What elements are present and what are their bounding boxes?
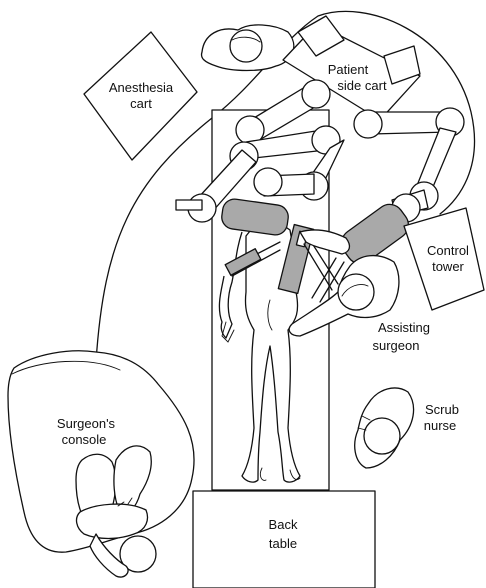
assisting-surgeon-label-1: Assisting: [378, 320, 430, 335]
anesthesia-cart-label-1: Anesthesia: [109, 80, 174, 95]
robotic-arm-3: [354, 108, 464, 222]
svg-text:Control: Control: [427, 243, 469, 258]
svg-text:Scrub: Scrub: [425, 402, 459, 417]
control-tower-label-2: tower: [432, 259, 464, 274]
assisting-surgeon-label-2: surgeon: [373, 338, 420, 353]
svg-text:surgeon: surgeon: [373, 338, 420, 353]
svg-text:Anesthesia: Anesthesia: [109, 80, 174, 95]
surgeon-figure: [76, 446, 156, 577]
svg-text:side cart: side cart: [337, 78, 387, 93]
back-table-label-2: table: [269, 536, 297, 551]
patient-side-cart-label-2: side cart: [337, 78, 387, 93]
scrub-nurse-label-1: Scrub: [425, 402, 459, 417]
back-table: Back table: [193, 491, 375, 588]
svg-text:Back: Back: [269, 517, 298, 532]
svg-text:cart: cart: [130, 96, 152, 111]
anesthesia-cart-label-2: cart: [130, 96, 152, 111]
svg-text:table: table: [269, 536, 297, 551]
scrub-nurse-figure: Scrub nurse: [355, 388, 459, 468]
svg-text:nurse: nurse: [424, 418, 457, 433]
anesthesiologist-figure: [202, 25, 294, 71]
surgeons-console-label-2: console: [62, 432, 107, 447]
surgeons-console-label-1: Surgeon's: [57, 416, 116, 431]
back-table-label-1: Back: [269, 517, 298, 532]
svg-text:Assisting: Assisting: [378, 320, 430, 335]
control-tower: Control tower: [404, 208, 484, 310]
svg-text:tower: tower: [432, 259, 464, 274]
scrub-nurse-label-2: nurse: [424, 418, 457, 433]
svg-text:console: console: [62, 432, 107, 447]
control-tower-label-1: Control: [427, 243, 469, 258]
anesthesia-cart: Anesthesia cart: [84, 32, 197, 160]
svg-text:Patient: Patient: [328, 62, 369, 77]
svg-text:Surgeon's: Surgeon's: [57, 416, 116, 431]
patient-side-cart-label-1: Patient: [328, 62, 369, 77]
